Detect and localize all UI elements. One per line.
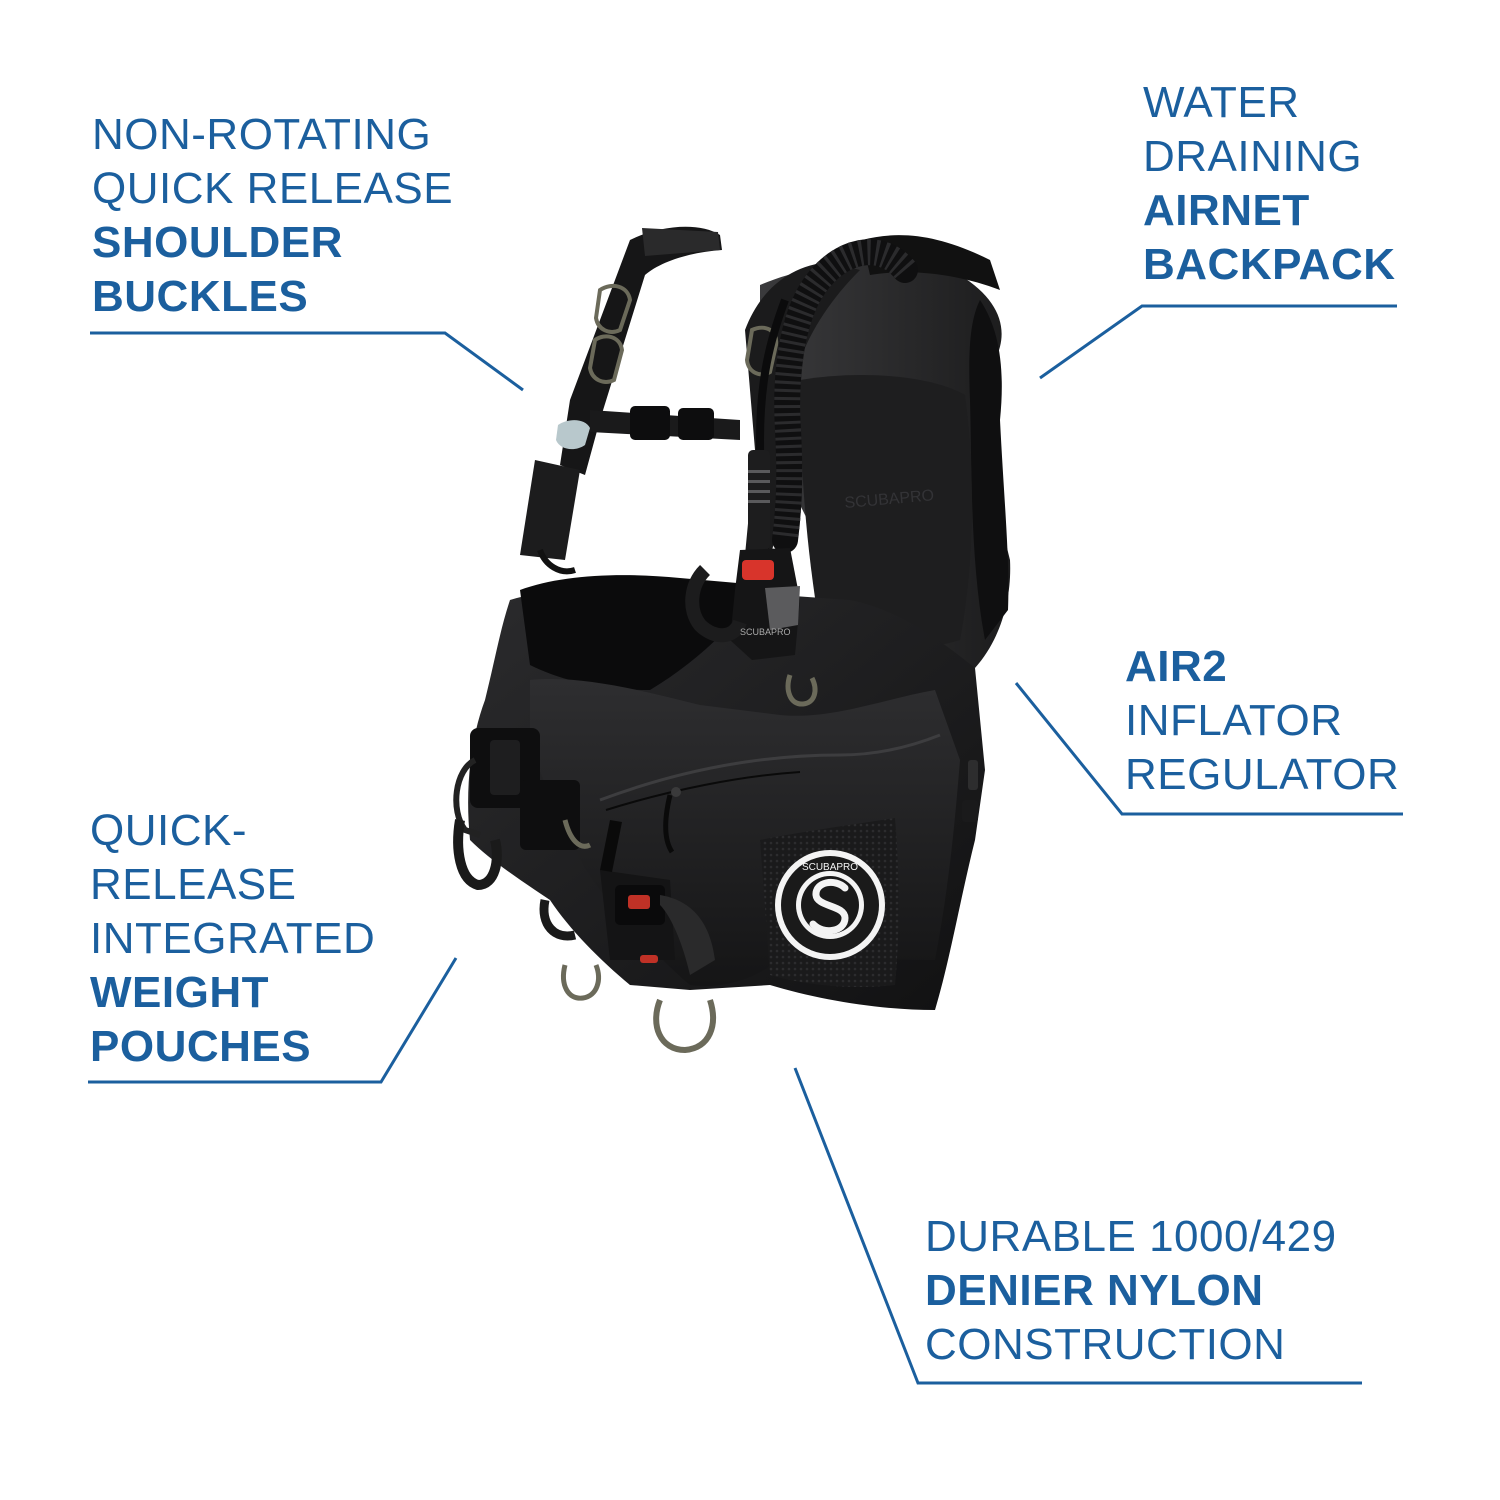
- callout-shoulder-buckles: NON-ROTATING QUICK RELEASE SHOULDER BUCK…: [92, 108, 453, 324]
- callout-text: NON-ROTATING: [92, 110, 432, 159]
- callout-emphasis: POUCHES: [90, 1022, 312, 1071]
- leader-line-shoulder-buckles: [90, 331, 524, 392]
- leader-line-air2-inflator: [1014, 682, 1403, 816]
- callout-text: CONSTRUCTION: [925, 1320, 1286, 1369]
- callout-emphasis: DENIER NYLON: [925, 1266, 1264, 1315]
- callout-emphasis: BUCKLES: [92, 272, 309, 321]
- leader-line-weight-pouches: [88, 957, 458, 1084]
- callout-text: REGULATOR: [1125, 750, 1400, 799]
- svg-text:SCUBAPRO: SCUBAPRO: [740, 627, 791, 637]
- callout-emphasis: WEIGHT: [90, 968, 269, 1017]
- callout-text: QUICK RELEASE: [92, 164, 454, 213]
- callout-text: DRAINING: [1143, 132, 1363, 181]
- leader-line-nylon-construction: [793, 1067, 1362, 1385]
- callout-nylon-construction: DURABLE 1000/429 DENIER NYLON CONSTRUCTI…: [925, 1210, 1337, 1372]
- callout-text: QUICK-: [90, 806, 247, 855]
- callout-text: INFLATOR: [1125, 696, 1343, 745]
- leader-line-airnet-backpack: [1039, 304, 1397, 380]
- callout-text: INTEGRATED: [90, 914, 376, 963]
- callout-text: WATER: [1143, 78, 1300, 127]
- scubapro-logo-icon: SCUBAPRO: [775, 850, 885, 960]
- callout-text: DURABLE 1000/429: [925, 1212, 1337, 1261]
- callout-emphasis: AIRNET: [1143, 186, 1310, 235]
- callout-emphasis: SHOULDER: [92, 218, 343, 267]
- svg-text:SCUBAPRO: SCUBAPRO: [802, 862, 858, 873]
- callout-airnet-backpack: WATER DRAINING AIRNET BACKPACK: [1143, 76, 1396, 292]
- callout-text: RELEASE: [90, 860, 297, 909]
- callout-air2-inflator: AIR2 INFLATOR REGULATOR: [1125, 640, 1399, 802]
- callout-weight-pouches: QUICK- RELEASE INTEGRATED WEIGHT POUCHES: [90, 804, 375, 1074]
- callout-emphasis: AIR2: [1125, 642, 1228, 691]
- callout-emphasis: BACKPACK: [1143, 240, 1396, 289]
